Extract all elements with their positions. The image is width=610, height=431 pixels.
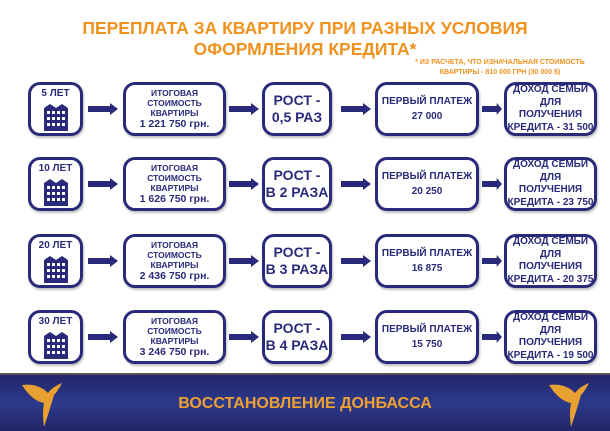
footnote: * ИЗ РАСЧЕТА, ЧТО ИЗНАЧАЛЬНАЯ СТОИМОСТЬ … bbox=[415, 59, 585, 76]
total-cost-value: 2 436 750 грн. bbox=[139, 270, 210, 282]
scenario-row: 20 ЛЕТ ИТОГОВАЯ СТОИМОСТЬ КВАРТИРЫ 2 436… bbox=[0, 234, 610, 290]
growth-box: РОСТ - В 4 РАЗА bbox=[262, 310, 332, 364]
building-icon bbox=[43, 179, 68, 206]
term-label: 10 ЛЕТ bbox=[38, 163, 73, 174]
arrow-right-icon bbox=[482, 178, 502, 190]
first-payment-box: ПЕРВЫЙ ПЛАТЕЖ 15 750 bbox=[375, 310, 479, 364]
growth-value: В 2 РАЗА bbox=[265, 184, 329, 200]
family-income-value: КРЕДИТА - 19 500 bbox=[507, 349, 594, 361]
arrow-right-icon bbox=[482, 255, 502, 267]
scenario-row: 10 ЛЕТ ИТОГОВАЯ СТОИМОСТЬ КВАРТИРЫ 1 626… bbox=[0, 157, 610, 213]
family-income-box: ДОХОД СЕМЬИ ДЛЯ ПОЛУЧЕНИЯ КРЕДИТА - 31 5… bbox=[504, 82, 597, 136]
family-income-value: КРЕДИТА - 23 750 bbox=[507, 196, 594, 208]
term-box: 30 ЛЕТ bbox=[28, 310, 83, 364]
total-cost-box: ИТОГОВАЯ СТОИМОСТЬ КВАРТИРЫ 1 221 750 гр… bbox=[123, 82, 226, 136]
arrow-right-icon bbox=[229, 331, 259, 343]
arrow-right-icon bbox=[229, 255, 259, 267]
first-payment-value: 15 750 bbox=[411, 339, 443, 350]
total-cost-box: ИТОГОВАЯ СТОИМОСТЬ КВАРТИРЫ 2 436 750 гр… bbox=[123, 234, 226, 288]
family-income-box: ДОХОД СЕМЬИ ДЛЯ ПОЛУЧЕНИЯ КРЕДИТА - 23 7… bbox=[504, 157, 597, 211]
phoenix-logo-icon bbox=[549, 383, 589, 427]
term-box: 5 ЛЕТ bbox=[28, 82, 83, 136]
arrow-right-icon bbox=[341, 331, 371, 343]
growth-value: В 4 РАЗА bbox=[265, 337, 329, 353]
growth-box: РОСТ - В 2 РАЗА bbox=[262, 157, 332, 211]
term-box: 20 ЛЕТ bbox=[28, 234, 83, 288]
building-icon bbox=[43, 256, 68, 283]
scenario-row: 30 ЛЕТ ИТОГОВАЯ СТОИМОСТЬ КВАРТИРЫ 3 246… bbox=[0, 310, 610, 366]
phoenix-logo-icon bbox=[22, 383, 62, 427]
scenario-row: 5 ЛЕТ ИТОГОВАЯ СТОИМОСТЬ КВАРТИРЫ 1 221 … bbox=[0, 82, 610, 138]
family-income-value: КРЕДИТА - 20 375 bbox=[507, 273, 594, 285]
growth-value: В 3 РАЗА bbox=[265, 261, 329, 277]
arrow-right-icon bbox=[229, 103, 259, 115]
total-cost-box: ИТОГОВАЯ СТОИМОСТЬ КВАРТИРЫ 3 246 750 гр… bbox=[123, 310, 226, 364]
total-cost-value: 1 626 750 грн. bbox=[139, 193, 210, 205]
page-title: ПЕРЕПЛАТА ЗА КВАРТИРУ ПРИ РАЗНЫХ УСЛОВИЯ… bbox=[82, 18, 528, 59]
footer-text: ВОССТАНОВЛЕНИЕ ДОНБАССА bbox=[178, 395, 432, 412]
arrow-right-icon bbox=[88, 331, 118, 343]
family-income-box: ДОХОД СЕМЬИ ДЛЯ ПОЛУЧЕНИЯ КРЕДИТА - 19 5… bbox=[504, 310, 597, 364]
building-icon bbox=[43, 104, 68, 131]
family-income-box: ДОХОД СЕМЬИ ДЛЯ ПОЛУЧЕНИЯ КРЕДИТА - 20 3… bbox=[504, 234, 597, 288]
arrow-right-icon bbox=[482, 103, 502, 115]
total-cost-value: 1 221 750 грн. bbox=[139, 118, 210, 130]
first-payment-box: ПЕРВЫЙ ПЛАТЕЖ 16 875 bbox=[375, 234, 479, 288]
footer-banner: ВОССТАНОВЛЕНИЕ ДОНБАССА bbox=[0, 373, 610, 431]
first-payment-value: 16 875 bbox=[411, 263, 443, 274]
arrow-right-icon bbox=[482, 331, 502, 343]
first-payment-box: ПЕРВЫЙ ПЛАТЕЖ 27 000 bbox=[375, 82, 479, 136]
growth-box: РОСТ - В 3 РАЗА bbox=[262, 234, 332, 288]
building-icon bbox=[43, 332, 68, 359]
growth-box: РОСТ - 0,5 РАЗ bbox=[262, 82, 332, 136]
total-cost-box: ИТОГОВАЯ СТОИМОСТЬ КВАРТИРЫ 1 626 750 гр… bbox=[123, 157, 226, 211]
arrow-right-icon bbox=[88, 255, 118, 267]
arrow-right-icon bbox=[341, 178, 371, 190]
arrow-right-icon bbox=[229, 178, 259, 190]
arrow-right-icon bbox=[341, 103, 371, 115]
first-payment-box: ПЕРВЫЙ ПЛАТЕЖ 20 250 bbox=[375, 157, 479, 211]
arrow-right-icon bbox=[88, 178, 118, 190]
term-label: 30 ЛЕТ bbox=[38, 316, 73, 327]
family-income-value: КРЕДИТА - 31 500 bbox=[507, 121, 594, 133]
term-box: 10 ЛЕТ bbox=[28, 157, 83, 211]
arrow-right-icon bbox=[88, 103, 118, 115]
term-label: 20 ЛЕТ bbox=[38, 240, 73, 251]
term-label: 5 ЛЕТ bbox=[41, 88, 70, 99]
total-cost-value: 3 246 750 грн. bbox=[139, 346, 210, 358]
first-payment-value: 20 250 bbox=[411, 186, 443, 197]
first-payment-value: 27 000 bbox=[411, 111, 443, 122]
arrow-right-icon bbox=[341, 255, 371, 267]
growth-value: 0,5 РАЗ bbox=[271, 109, 323, 125]
